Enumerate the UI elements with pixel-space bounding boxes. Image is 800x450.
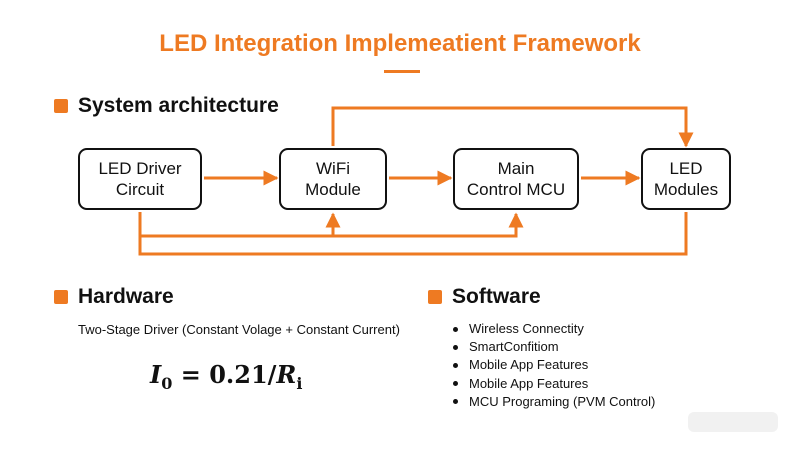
list-item: SmartConfitiom: [453, 338, 655, 356]
section-architecture-label: System architecture: [78, 94, 279, 117]
section-marker-icon: [54, 290, 68, 304]
title-underline: [384, 70, 420, 73]
list-item: Wireless Connectity: [453, 320, 655, 338]
section-software: Software: [428, 285, 541, 309]
arrow-wifi-top-to-led: [331, 106, 694, 148]
bullet-icon: [453, 399, 458, 405]
page-title: LED Integration Implemeatient Framework: [159, 30, 641, 57]
section-hardware: Hardware: [54, 285, 174, 309]
node-main-control-mcu: Main Control MCU: [453, 148, 579, 210]
feedback-bottom-line: [138, 212, 688, 256]
section-marker-icon: [428, 290, 442, 304]
formula-lhs-sub: 0: [161, 373, 173, 393]
list-item: Mobile App Features: [453, 356, 655, 374]
arrow-driver-to-wifi-bottom: [140, 212, 341, 238]
node-led-modules: LED Modules: [641, 148, 731, 210]
formula-lhs: I: [150, 360, 162, 389]
formula-var-sub: i: [296, 373, 303, 393]
section-hardware-label: Hardware: [78, 285, 174, 308]
list-item: MCU Programing (PVM Control): [453, 393, 655, 411]
list-item: Mobile App Features: [453, 375, 655, 393]
hardware-description: Two-Stage Driver (Constant Volage + Cons…: [78, 322, 400, 337]
watermark: [688, 412, 778, 432]
formula-rhs: = 0.21/: [172, 360, 277, 389]
node-mcu-label: Main Control MCU: [466, 159, 566, 199]
bullet-icon: [453, 363, 458, 368]
bullet-icon: [453, 381, 458, 387]
section-marker-icon: [54, 99, 68, 113]
node-led-driver-circuit: LED Driver Circuit: [78, 148, 202, 210]
section-software-label: Software: [452, 285, 541, 308]
node-led-modules-label: LED Modules: [653, 159, 719, 199]
node-wifi-module: WiFi Module: [279, 148, 387, 210]
arrow-driver-to-mcu-bottom: [333, 212, 524, 238]
bullet-icon: [453, 326, 458, 332]
current-formula: I0 = 0.21/Ri: [150, 360, 302, 393]
section-architecture: System architecture: [54, 94, 279, 118]
software-list: Wireless Connectity SmartConfitiom Mobil…: [453, 320, 655, 411]
node-wifi-label: WiFi Module: [305, 159, 361, 199]
bullet-icon: [453, 344, 458, 350]
node-led-driver-label: LED Driver Circuit: [98, 159, 182, 199]
formula-var: R: [276, 360, 297, 389]
